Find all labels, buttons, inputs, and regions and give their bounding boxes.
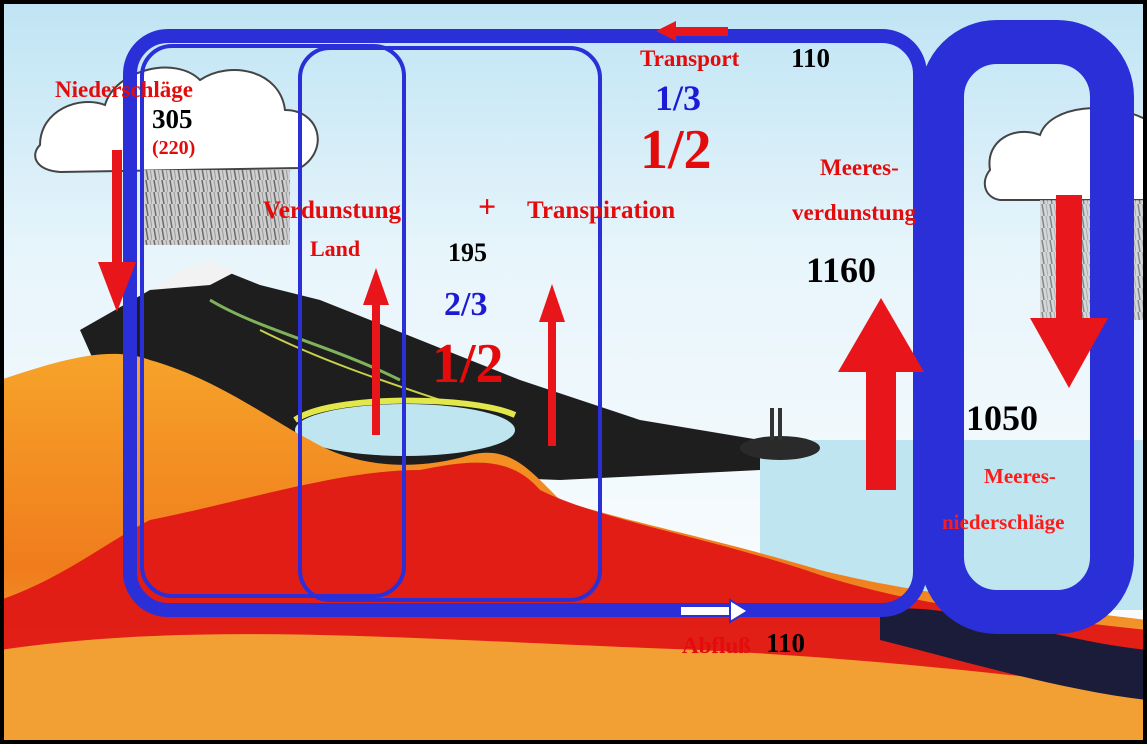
- land-label: Land: [310, 236, 361, 261]
- transport-fraction-blue: 1/3: [655, 78, 702, 118]
- abfluss-value: 110: [766, 628, 806, 658]
- transpiration-arrow: [539, 284, 565, 446]
- precipitation-frame: [140, 44, 406, 598]
- precipitation-arrow: [98, 150, 136, 312]
- ocean-evaporation-arrow: [838, 298, 924, 490]
- transpiration-label: Transpiration: [527, 197, 676, 224]
- snow-cap: [150, 262, 235, 290]
- land-evaporation-frame: [298, 46, 602, 602]
- ocean-cycle-frame: [920, 20, 1134, 634]
- verdunstung-label: Verdunstung: [263, 197, 402, 224]
- niederschlaege-sub-value: (220): [152, 137, 196, 159]
- meeres-verdunstung-label-1: Meeres-: [820, 155, 899, 180]
- meeres-verdunstung-label-2: verdunstung: [792, 200, 916, 225]
- meeres-verdunstung-value: 1160: [806, 250, 877, 290]
- runoff-arrow: [679, 598, 750, 624]
- island: [740, 436, 820, 460]
- meeres-niederschlaege-label-2: niederschläge: [942, 510, 1065, 534]
- transport-fraction-red: 1/2: [640, 119, 712, 181]
- niederschlaege-label: Niederschläge: [55, 77, 193, 102]
- niederschlaege-value: 305: [152, 104, 193, 134]
- left-cloud: [34, 66, 319, 245]
- land-evaporation-arrow: [363, 268, 389, 435]
- land-value: 195: [448, 238, 487, 267]
- ocean-precipitation-arrow: [1030, 195, 1108, 388]
- abfluss-label: Abfluß: [682, 633, 752, 658]
- meeres-niederschlaege-label-1: Meeres-: [984, 464, 1056, 488]
- transport-label: Transport: [640, 46, 740, 71]
- transport-arrow: [656, 21, 728, 41]
- land-fraction-blue: 2/3: [444, 286, 488, 323]
- transport-value: 110: [791, 43, 831, 73]
- plus-sign: +: [478, 188, 497, 224]
- meeres-niederschlaege-value: 1050: [966, 398, 1038, 438]
- land-fraction-red: 1/2: [432, 333, 504, 395]
